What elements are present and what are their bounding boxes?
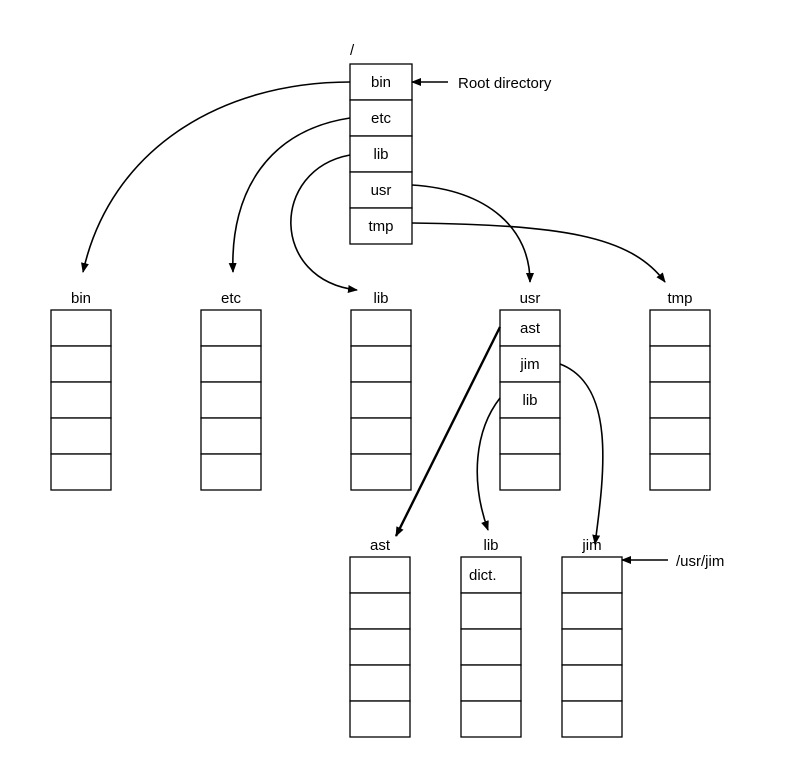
root-callout-label: Root directory — [458, 75, 552, 92]
subdir-jim-cell — [561, 628, 623, 666]
subdir-lib-cell — [460, 592, 522, 630]
root-entry-tmp: tmp — [368, 218, 393, 235]
root-cell — [349, 171, 413, 209]
dir-bin-cell — [50, 309, 112, 347]
subdir-lib-cell — [460, 664, 522, 702]
dir-tmp-cell — [649, 309, 711, 347]
directory-ast-sub: ast — [349, 537, 411, 738]
directory-label: bin — [71, 290, 91, 307]
dir-tmp-cell — [649, 417, 711, 455]
dir-usr-entry-ast: ast — [520, 320, 541, 337]
root-cell — [349, 207, 413, 245]
dir-etc-cell — [200, 345, 262, 383]
dir-usr-cell — [499, 381, 561, 419]
subdir-ast-cell — [349, 664, 411, 702]
subdir-jim-cell — [561, 700, 623, 738]
arc-root-bin-to-bin — [81, 81, 351, 273]
dir-usr-cell — [499, 309, 561, 347]
arc-root-usr-to-usr — [411, 184, 534, 283]
dir-lib-cell — [350, 309, 412, 347]
dir-etc-cell — [200, 453, 262, 491]
subdir-ast-cell — [349, 628, 411, 666]
arc-root-lib-to-lib — [290, 154, 358, 293]
dir-lib-cell — [350, 417, 412, 455]
dir-usr-entry-lib: lib — [522, 392, 537, 409]
directory-etc: etc — [200, 290, 262, 491]
subdir-jim-cell — [561, 592, 623, 630]
dir-usr-cell — [499, 453, 561, 491]
subdir-lib-cell — [460, 628, 522, 666]
root-entry-bin: bin — [371, 74, 391, 91]
root-entry-lib: lib — [373, 146, 388, 163]
root-entry-usr: usr — [371, 182, 392, 199]
arc-usr-jim-to-jim — [559, 363, 604, 545]
subdir-ast-cell — [349, 556, 411, 594]
directory-bin: bin — [50, 290, 112, 491]
directory-label: usr — [520, 290, 541, 307]
dir-bin-cell — [50, 417, 112, 455]
dir-usr-cell — [499, 417, 561, 455]
subdir-jim-cell — [561, 556, 623, 594]
arc-usr-ast-to-ast — [394, 326, 502, 537]
root-entry-etc: etc — [371, 110, 392, 127]
root-label: / — [350, 42, 355, 59]
dir-lib-cell — [350, 453, 412, 491]
root-directory: / bin etc lib usr tmp — [349, 42, 413, 245]
directory-lib: lib — [350, 290, 412, 491]
dir-lib-cell — [350, 381, 412, 419]
subdir-lib-entry-dict: dict. — [469, 567, 497, 584]
dir-tmp-cell — [649, 381, 711, 419]
directory-label: jim — [581, 537, 601, 554]
directory-label: lib — [483, 537, 498, 554]
dir-usr-entry-jim: jim — [519, 356, 539, 373]
directory-usr: usr ast jim lib — [499, 290, 561, 491]
arc-root-tmp-to-tmp — [411, 222, 666, 283]
directory-jim-sub: jim — [561, 537, 623, 738]
dir-bin-cell — [50, 381, 112, 419]
subdir-lib-cell — [460, 700, 522, 738]
directory-tmp: tmp — [649, 290, 711, 491]
subdir-jim-cell — [561, 664, 623, 702]
subdir-ast-cell — [349, 592, 411, 630]
dir-tmp-cell — [649, 453, 711, 491]
dir-bin-cell — [50, 345, 112, 383]
directory-label: ast — [370, 537, 391, 554]
dir-bin-cell — [50, 453, 112, 491]
arc-root-etc-to-etc — [228, 117, 351, 273]
subdir-ast-cell — [349, 700, 411, 738]
directory-label: tmp — [667, 290, 692, 307]
dir-etc-cell — [200, 417, 262, 455]
directory-label: lib — [373, 290, 388, 307]
root-cell — [349, 99, 413, 137]
directory-lib-sub: lib dict. — [460, 537, 522, 738]
jim-callout-label: /usr/jim — [676, 553, 724, 570]
directory-label: etc — [221, 290, 242, 307]
arc-usr-lib-to-lib — [476, 397, 501, 531]
dir-tmp-cell — [649, 345, 711, 383]
dir-etc-cell — [200, 309, 262, 347]
dir-lib-cell — [350, 345, 412, 383]
dir-etc-cell — [200, 381, 262, 419]
subdir-lib-cell — [460, 556, 522, 594]
